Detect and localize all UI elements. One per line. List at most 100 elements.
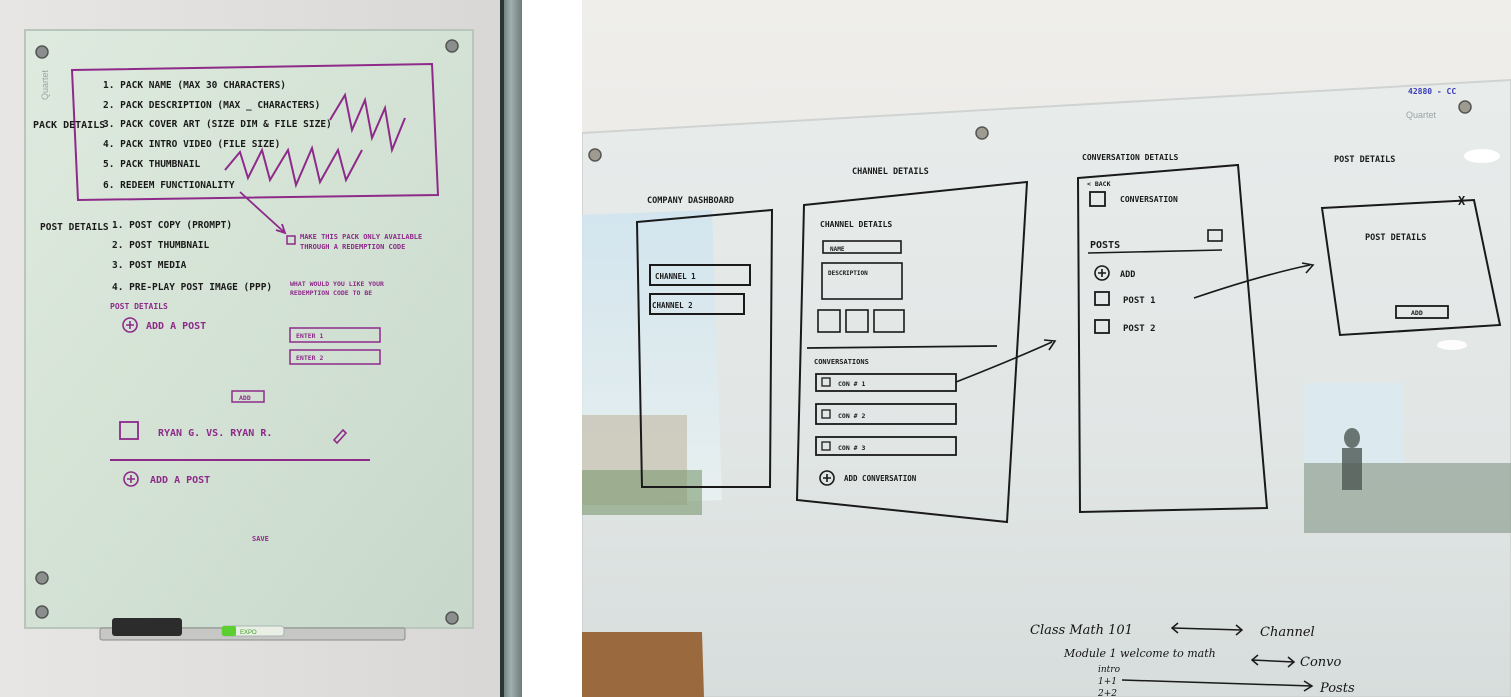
channel-2-label: CHANNEL 2 bbox=[652, 301, 693, 310]
close-icon: X bbox=[1458, 194, 1466, 208]
pack-details-label: PACK DETAILS bbox=[33, 120, 105, 131]
image-slot bbox=[845, 309, 869, 333]
channel-panel-title: CHANNEL DETAILS bbox=[820, 220, 892, 229]
channel-details-title: CHANNEL DETAILS bbox=[852, 167, 929, 177]
name-field-label: NAME bbox=[830, 246, 845, 253]
pack-item-3: 3. PACK COVER ART (SIZE DIM & FILE SIZE) bbox=[103, 119, 332, 130]
pack-item-6: 6. REDEEM FUNCTIONALITY bbox=[103, 180, 235, 191]
plus-circle-icon bbox=[1094, 265, 1110, 281]
pack-item-1: 1. PACK NAME (MAX 30 CHARACTERS) bbox=[103, 80, 286, 91]
redemption-note: MAKE THIS PACK ONLY AVAILABLE THROUGH A … bbox=[300, 233, 423, 251]
checkbox-icon bbox=[119, 421, 139, 440]
mount-screw-icon bbox=[975, 126, 989, 140]
left-whiteboard-photo: Quartet PACK DETAILS 1. PACK NAME (MAX 3… bbox=[0, 0, 522, 697]
pack-item-2: 2. PACK DESCRIPTION (MAX _ CHARACTERS) bbox=[103, 100, 320, 111]
enter-code-field-2 bbox=[289, 349, 381, 365]
add-conversation-link: ADD CONVERSATION bbox=[844, 474, 917, 483]
glass-board bbox=[582, 78, 1511, 697]
post-details-sub: POST DETAILS bbox=[110, 302, 168, 311]
mount-screw-icon bbox=[445, 611, 459, 625]
conversation-1-label: CON # 1 bbox=[838, 380, 865, 388]
image-slot bbox=[817, 309, 841, 333]
plus-circle-icon bbox=[123, 471, 139, 487]
post-row-label: RYAN G. VS. RYAN R. bbox=[158, 428, 272, 439]
post-2-label: POST 2 bbox=[1123, 324, 1156, 334]
pack-item-4: 4. PACK INTRO VIDEO (FILE SIZE) bbox=[103, 139, 280, 150]
post-details-label: POST DETAILS bbox=[40, 222, 109, 233]
checkbox-icon bbox=[1094, 319, 1110, 334]
post-details-panel-title: POST DETAILS bbox=[1365, 233, 1426, 243]
plus-circle-icon bbox=[122, 317, 138, 333]
mount-screw-icon bbox=[445, 39, 459, 53]
pack-details-frame bbox=[70, 62, 440, 202]
enter-code-1-label: ENTER 1 bbox=[296, 332, 323, 340]
name-field bbox=[822, 240, 902, 254]
add-post-link: ADD bbox=[1120, 270, 1135, 280]
add-button-label: ADD bbox=[1411, 309, 1423, 317]
post-item-2: 2. POST THUMBNAIL bbox=[112, 240, 210, 251]
note-list-3: 2+2 bbox=[1097, 689, 1117, 697]
channel-1-card bbox=[649, 264, 751, 286]
flow-arrow bbox=[1121, 679, 1313, 687]
add-post-link-2: ADD A POST bbox=[150, 475, 210, 486]
pencil-icon bbox=[332, 428, 348, 445]
posts-label: POSTS bbox=[1090, 240, 1120, 251]
conversation-card-2 bbox=[815, 403, 957, 425]
conversation-card-1 bbox=[815, 373, 957, 392]
note-list-1: intro bbox=[1098, 665, 1121, 675]
scribble-mark bbox=[224, 144, 363, 189]
mount-screw-icon bbox=[588, 148, 602, 162]
channel-1-label: CHANNEL 1 bbox=[655, 272, 696, 281]
left-whiteboard-scene: Quartet PACK DETAILS 1. PACK NAME (MAX 3… bbox=[0, 0, 522, 697]
right-whiteboard-scene: Quartet 42880 - CC COMPANY DASHBOARD CHA… bbox=[582, 0, 1511, 697]
company-dashboard-frame bbox=[635, 208, 774, 488]
board-brand: Quartet bbox=[40, 69, 50, 100]
post-details-frame bbox=[1320, 198, 1502, 337]
conversation-details-title: CONVERSATION DETAILS bbox=[1082, 153, 1179, 162]
flow-arrow bbox=[1193, 264, 1311, 299]
corner-note: 42880 - CC bbox=[1408, 87, 1456, 96]
post-item-1: 1. POST COPY (PROMPT) bbox=[112, 220, 232, 231]
add-button-sketch bbox=[231, 390, 265, 403]
glass-board bbox=[24, 29, 474, 629]
add-button-sketch bbox=[1395, 305, 1449, 319]
enter-code-2-label: ENTER 2 bbox=[296, 354, 323, 362]
table bbox=[582, 632, 704, 697]
description-field-label: DESCRIPTION bbox=[828, 270, 868, 277]
checkbox-icon bbox=[1094, 291, 1110, 306]
conversations-label: CONVERSATIONS bbox=[814, 358, 869, 366]
mount-screw-icon bbox=[35, 571, 49, 585]
note-class: Class Math 101 bbox=[1030, 623, 1133, 638]
eraser bbox=[112, 618, 182, 636]
add-post-link: ADD A POST bbox=[146, 321, 206, 332]
back-link: < BACK bbox=[1087, 180, 1111, 188]
checkbox-icon bbox=[821, 377, 831, 387]
board-brand: Quartet bbox=[1406, 110, 1437, 120]
person-reflection bbox=[1344, 428, 1360, 448]
glass-door bbox=[500, 0, 522, 697]
add-button-label: ADD bbox=[239, 394, 251, 402]
mount-screw-icon bbox=[35, 605, 49, 619]
conversation-2-label: CON # 2 bbox=[838, 412, 865, 420]
mount-screw-icon bbox=[1458, 100, 1472, 114]
enter-code-field-1 bbox=[289, 327, 381, 343]
redemption-question: WHAT WOULD YOU LIKE YOUR REDEMPTION CODE… bbox=[290, 280, 384, 297]
image-slot bbox=[873, 309, 905, 333]
note-posts: Posts bbox=[1319, 681, 1355, 696]
post-1-label: POST 1 bbox=[1123, 296, 1156, 306]
post-details-title: POST DETAILS bbox=[1334, 155, 1395, 165]
channel-details-frame bbox=[795, 180, 1029, 524]
conversation-header: CONVERSATION bbox=[1120, 195, 1178, 204]
light-glare bbox=[1464, 149, 1500, 163]
checkbox-icon bbox=[821, 409, 831, 419]
scribble-mark bbox=[329, 92, 406, 154]
conversation-card-3 bbox=[815, 436, 957, 456]
checkbox-icon bbox=[821, 441, 831, 451]
right-whiteboard-photo: Quartet 42880 - CC COMPANY DASHBOARD CHA… bbox=[582, 0, 1511, 697]
conversation-details-frame bbox=[1076, 163, 1269, 514]
plus-circle-icon bbox=[819, 470, 835, 486]
note-channel: Channel bbox=[1260, 625, 1315, 640]
note-module: Module 1 welcome to math bbox=[1063, 647, 1216, 660]
note-list-2: 1+1 bbox=[1098, 677, 1117, 687]
pack-item-5: 5. PACK THUMBNAIL bbox=[103, 159, 201, 170]
